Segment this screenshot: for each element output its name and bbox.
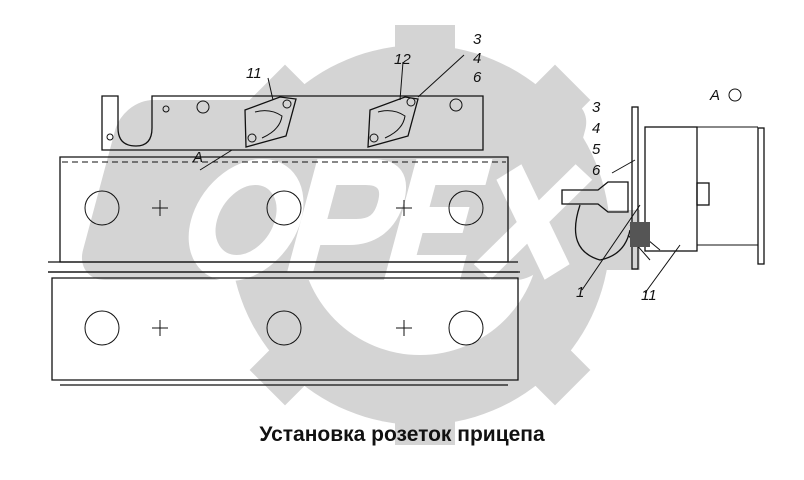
label-part-3-top: 3	[473, 31, 482, 48]
watermark-letters	[188, 159, 593, 281]
socket-11	[244, 96, 297, 148]
socket-12	[367, 96, 419, 148]
mounting-bracket	[101, 95, 484, 151]
watermark-logo	[81, 25, 640, 445]
label-part-6-top: 6	[473, 69, 482, 86]
label-part-12: 12	[394, 51, 411, 68]
frame-lower	[48, 271, 520, 386]
label-view-a: A	[709, 87, 720, 104]
label-part-4-top: 4	[473, 50, 481, 67]
label-part-11-side: 11	[641, 287, 657, 304]
label-part-3-side: 3	[592, 99, 601, 116]
label-part-5-side: 5	[592, 141, 601, 158]
diagram-caption: Установка розеток прицепа	[259, 423, 545, 446]
label-part-6-side: 6	[592, 162, 601, 179]
label-part-11-top: 11	[246, 65, 262, 82]
side-view-assembly	[561, 106, 765, 270]
view-a-circle-icon	[728, 88, 742, 102]
label-part-4-side: 4	[592, 120, 600, 137]
label-part-1: 1	[576, 284, 584, 301]
label-view-a-arrow: A	[192, 149, 203, 166]
leader-lines	[199, 54, 681, 294]
